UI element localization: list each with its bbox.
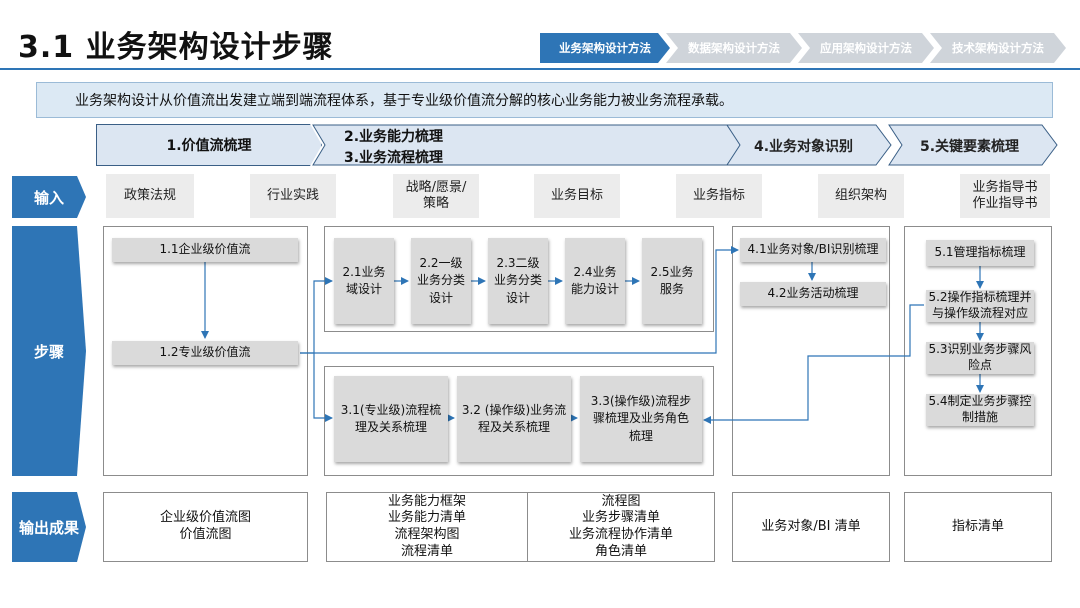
- output-capability: 业务能力框架 业务能力清单 流程架构图 流程清单: [326, 492, 528, 562]
- nav-tab-technology-architecture[interactable]: 技术架构设计方法: [930, 33, 1066, 63]
- nav-tab-business-architecture[interactable]: 业务架构设计方法: [540, 33, 670, 63]
- phase-business-object: 4.业务对象识别: [726, 124, 892, 166]
- row-label-steps: 步骤: [12, 226, 86, 476]
- step-2-3-level2-classification: 2.3二级 业务分类 设计: [488, 238, 548, 324]
- title-divider: [0, 68, 1080, 70]
- step-5-3-risk-points: 5.3识别业务步骤风 险点: [926, 342, 1034, 374]
- nav-tab-application-architecture[interactable]: 应用架构设计方法: [798, 33, 934, 63]
- phase-key-elements-label: 5.关键要素梳理: [920, 139, 1020, 155]
- input-business-goal: 业务目标: [534, 174, 620, 218]
- input-organization: 组织架构: [818, 174, 904, 218]
- phase-business-object-shape: [726, 124, 892, 166]
- output-key-elements: 指标清单: [904, 492, 1052, 562]
- phase-key-elements: 5.关键要素梳理: [888, 124, 1058, 166]
- step-4-2-business-activity: 4.2业务活动梳理: [740, 282, 886, 306]
- output-item: 指标清单: [951, 518, 1004, 534]
- step-2-2-level1-classification: 2.2一级 业务分类 设计: [411, 238, 471, 324]
- input-industry-practice: 行业实践: [250, 174, 336, 218]
- phase-value-stream-label: 1.价值流梳理: [166, 138, 252, 154]
- output-process: 流程图 业务步骤清单 业务流程协作清单 角色清单: [527, 492, 715, 562]
- output-business-object: 业务对象/BI 清单: [732, 492, 890, 562]
- step-2-5-business-service: 2.5业务 服务: [642, 238, 702, 324]
- output-item: 角色清单: [594, 543, 647, 559]
- panel-business-object: [732, 226, 890, 476]
- row-label-output: 输出成果: [12, 492, 86, 562]
- input-guidebooks: 业务指导书 作业指导书: [960, 174, 1050, 218]
- phase-value-stream: 1.价值流梳理: [96, 124, 322, 166]
- input-strategy: 战略/愿景/ 策略: [393, 174, 479, 218]
- output-item: 业务对象/BI 清单: [761, 518, 861, 534]
- step-3-3-process-steps-roles: 3.3(操作级)流程步 骤梳理及业务角色 梳理: [580, 376, 702, 462]
- step-4-1-business-object-identification: 4.1业务对象/BI识别梳理: [740, 238, 886, 262]
- step-5-2-operational-metrics: 5.2操作指标梳理并 与操作级流程对应: [926, 290, 1034, 322]
- step-1-2-professional-value-stream: 1.2专业级价值流: [112, 341, 298, 365]
- output-item: 业务流程协作清单: [568, 527, 673, 542]
- output-value-stream: 企业级价值流图 价值流图: [103, 492, 308, 562]
- phase-capability-label: 2.业务能力梳理: [344, 129, 444, 145]
- row-label-input: 输入: [12, 176, 86, 218]
- output-item: 业务步骤清单: [581, 510, 660, 526]
- output-item: 流程图: [601, 493, 641, 509]
- output-item: 业务能力清单: [387, 510, 466, 526]
- phase-process-label: 3.业务流程梳理: [344, 150, 444, 166]
- output-item: 流程架构图: [394, 527, 460, 542]
- page-title: 3.1 业务架构设计步骤: [18, 30, 334, 65]
- nav-tab-data-architecture[interactable]: 数据架构设计方法: [666, 33, 802, 63]
- input-policy: 政策法规: [106, 174, 194, 218]
- step-3-2-operational-process: 3.2 (操作级)业务流 程及关系梳理: [457, 376, 571, 462]
- phase-business-object-label: 4.业务对象识别: [754, 139, 854, 155]
- step-5-4-control-measures: 5.4制定业务步骤控 制措施: [926, 394, 1034, 426]
- step-5-1-management-metrics: 5.1管理指标梳理: [926, 240, 1034, 266]
- summary-text: 业务架构设计从价值流出发建立端到端流程体系，基于专业级价值流分解的核心业务能力被…: [75, 93, 733, 109]
- step-2-4-capability-design: 2.4业务 能力设计: [565, 238, 625, 324]
- summary-banner: 业务架构设计从价值流出发建立端到端流程体系，基于专业级价值流分解的核心业务能力被…: [36, 82, 1053, 118]
- output-item: 流程清单: [400, 543, 453, 559]
- output-item: 业务能力框架: [387, 493, 466, 509]
- step-1-1-enterprise-value-stream: 1.1企业级价值流: [112, 238, 298, 262]
- step-2-1-domain-design: 2.1业务 域设计: [334, 238, 394, 324]
- output-item: 价值流图: [179, 527, 232, 542]
- output-item: 企业级价值流图: [159, 510, 251, 526]
- step-3-1-professional-process: 3.1(专业级)流程梳 理及关系梳理: [334, 376, 448, 462]
- phase-key-elements-shape: [888, 124, 1058, 166]
- input-business-metric: 业务指标: [676, 174, 762, 218]
- phase-capability-process: 2.业务能力梳理 3.业务流程梳理: [312, 124, 742, 166]
